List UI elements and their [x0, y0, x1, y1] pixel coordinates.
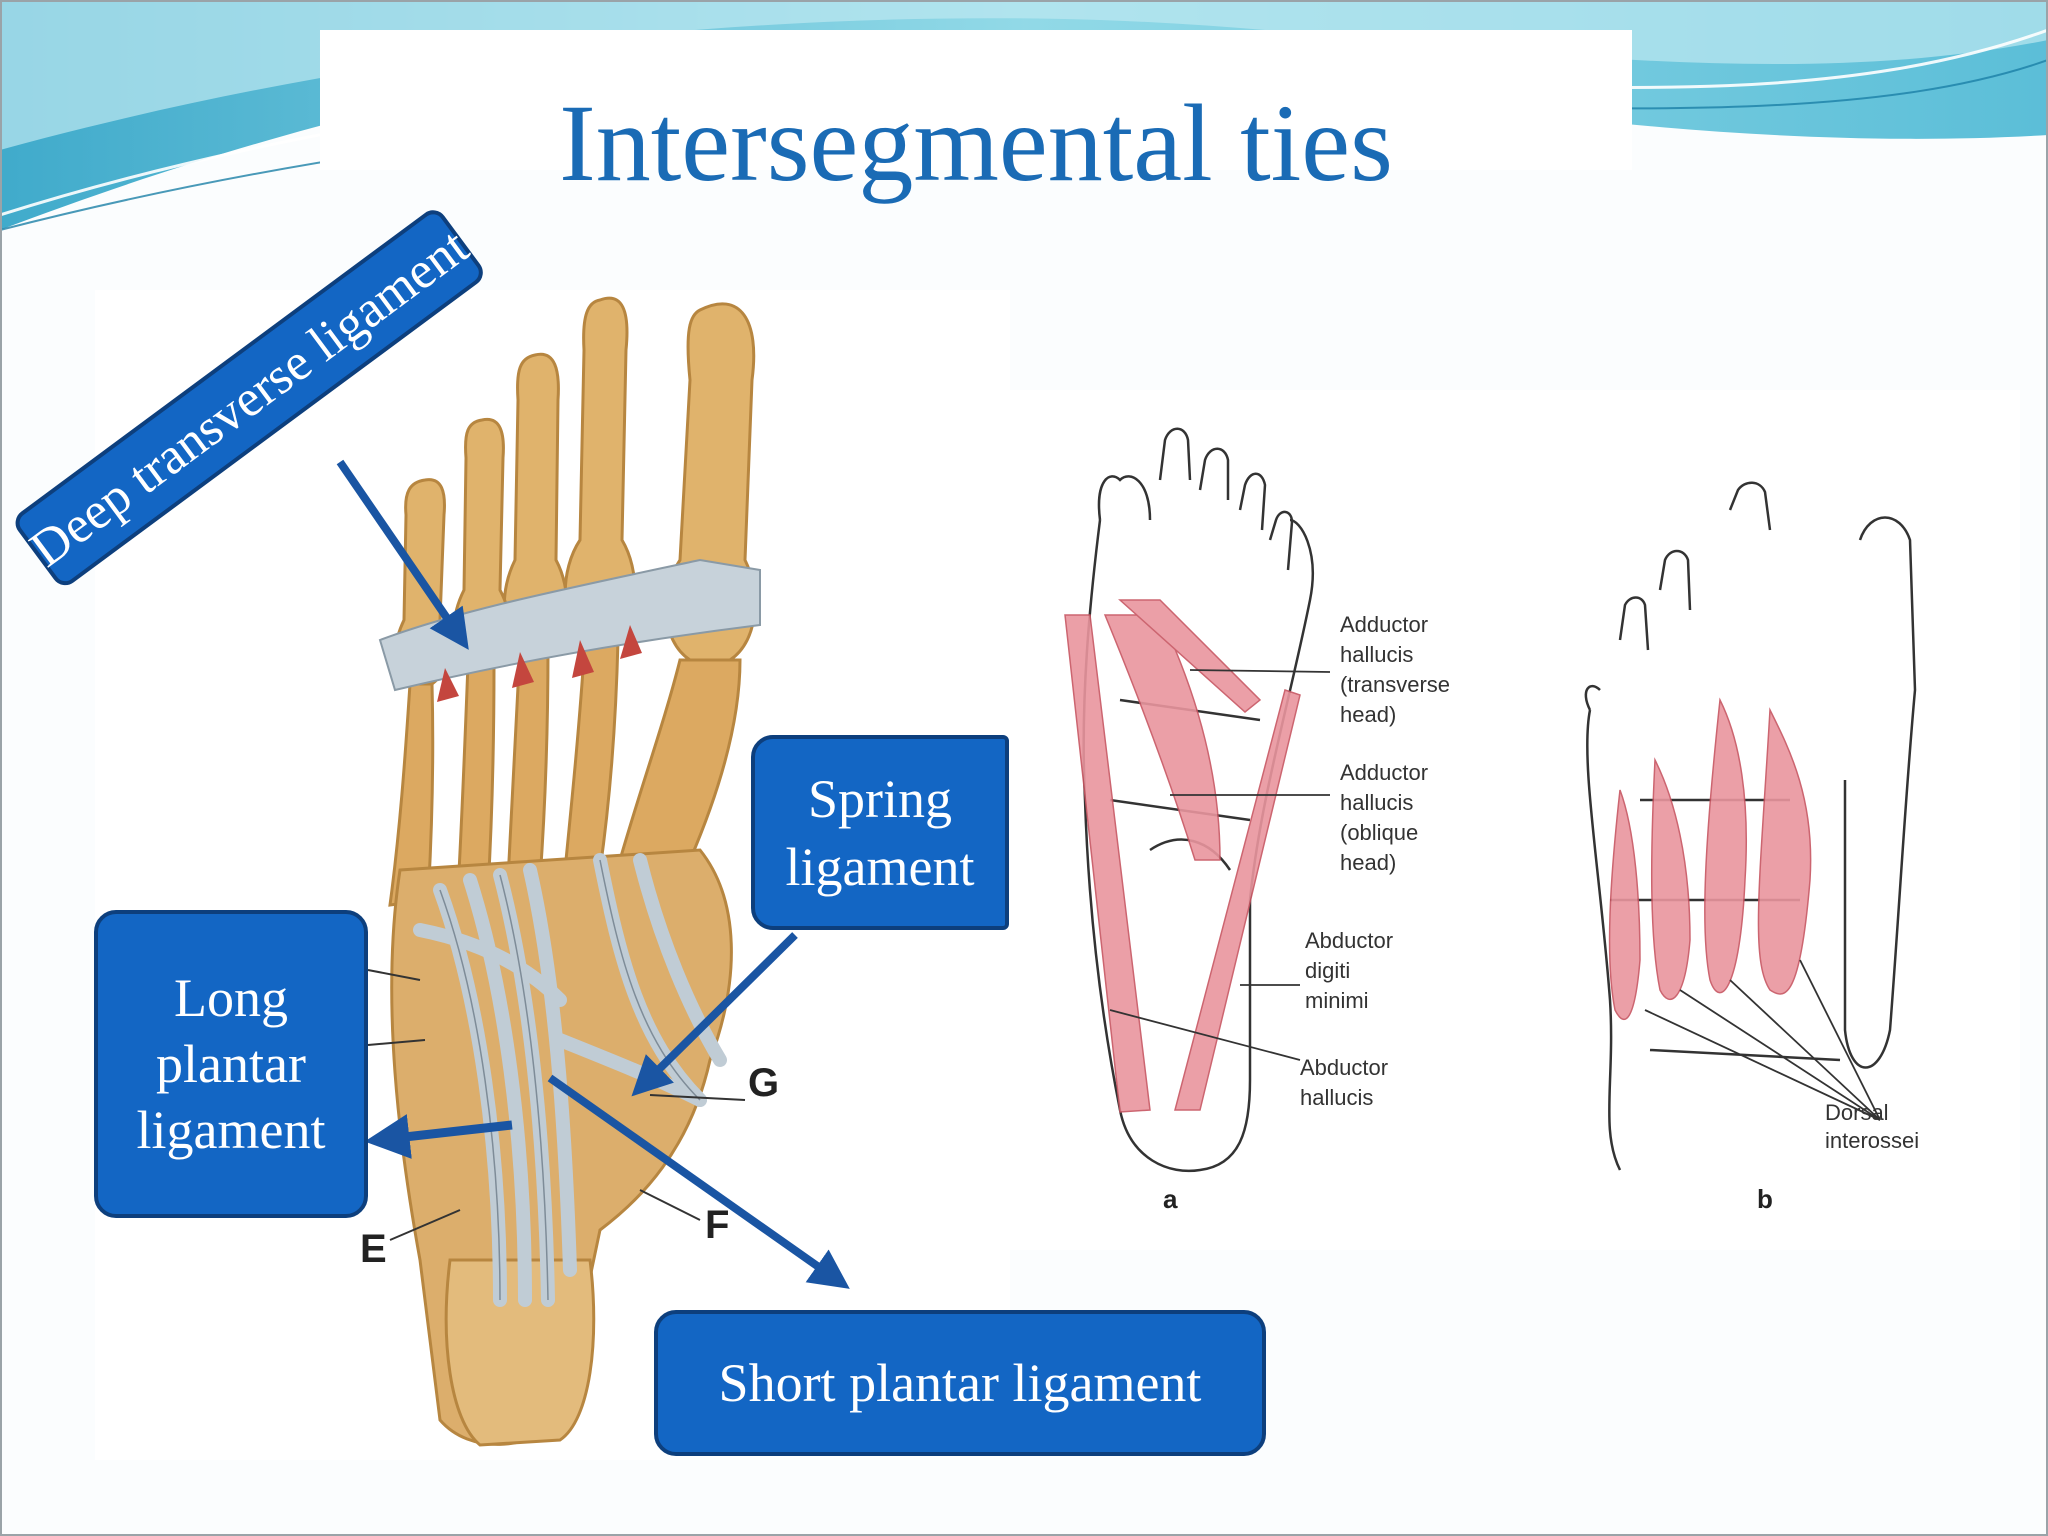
callout-long-plantar-ligament: Long plantar ligament — [94, 910, 368, 1218]
adductor-oblique-muscle — [1103, 614, 1221, 861]
svg-text:interossei: interossei — [1825, 1128, 1919, 1153]
arrow-short-plantar — [547, 1074, 850, 1289]
svg-text:hallucis: hallucis — [1340, 790, 1413, 815]
panel-b-leader-lines — [1644, 959, 1881, 1121]
callout-short-plantar-ligament: Short plantar ligament — [654, 1310, 1266, 1456]
panel-b-labels: Dorsal interossei — [1825, 1100, 1919, 1153]
panel-b-muscles — [1608, 697, 1812, 1021]
panel-a-labels: Adductor hallucis (transverse head) Addu… — [1300, 612, 1450, 1110]
transverse-ligament-band — [378, 558, 761, 692]
svg-text:hallucis: hallucis — [1300, 1085, 1373, 1110]
ligament-fiber-outline — [439, 859, 701, 1301]
svg-text:Abductor: Abductor — [1305, 928, 1393, 953]
svg-text:Adductor: Adductor — [1340, 612, 1428, 637]
dorsal-interosseous-2 — [1704, 697, 1747, 994]
slide-title: Intersegmental ties — [559, 82, 1393, 204]
arrow-long-plantar — [364, 1114, 513, 1159]
svg-text:minimi: minimi — [1305, 988, 1369, 1013]
label-letter-f: F — [705, 1203, 729, 1247]
svg-text:Adductor: Adductor — [1340, 760, 1428, 785]
heel-bone — [444, 1258, 596, 1447]
arrow-spring — [631, 932, 798, 1097]
label-letter-e: E — [360, 1227, 387, 1271]
svg-text:head): head) — [1340, 850, 1396, 875]
callout-short-plantar-text: Short plantar ligament — [718, 1353, 1202, 1413]
panel-b-label: b — [1757, 1184, 1773, 1214]
svg-text:Dorsal: Dorsal — [1825, 1100, 1889, 1125]
dorsal-interosseous-4 — [1608, 789, 1641, 1021]
callout-spring-text: Spring ligament — [785, 768, 975, 897]
arrow-deep-transverse — [336, 459, 469, 650]
callout-long-plantar-text: Long plantar ligament — [136, 968, 326, 1160]
panel-a-leader-lines — [1109, 669, 1331, 1061]
callout-spring-ligament: Spring ligament — [751, 735, 1009, 930]
letter-leader-lines — [367, 969, 746, 1241]
panel-a-label: a — [1163, 1184, 1178, 1214]
title-panel: Intersegmental ties — [320, 30, 1632, 204]
abductor-hallucis-muscle — [1064, 614, 1151, 1113]
svg-text:head): head) — [1340, 702, 1396, 727]
dorsal-interosseous-3 — [1650, 757, 1691, 1001]
red-tendon-marks — [437, 625, 642, 702]
dorsal-interosseous-1 — [1757, 707, 1812, 995]
svg-text:Abductor: Abductor — [1300, 1055, 1388, 1080]
svg-text:hallucis: hallucis — [1340, 642, 1413, 667]
svg-text:(oblique: (oblique — [1340, 820, 1418, 845]
adductor-transverse-muscle — [1118, 599, 1262, 713]
svg-text:digiti: digiti — [1305, 958, 1350, 983]
svg-text:(transverse: (transverse — [1340, 672, 1450, 697]
label-letter-g: G — [748, 1061, 779, 1105]
